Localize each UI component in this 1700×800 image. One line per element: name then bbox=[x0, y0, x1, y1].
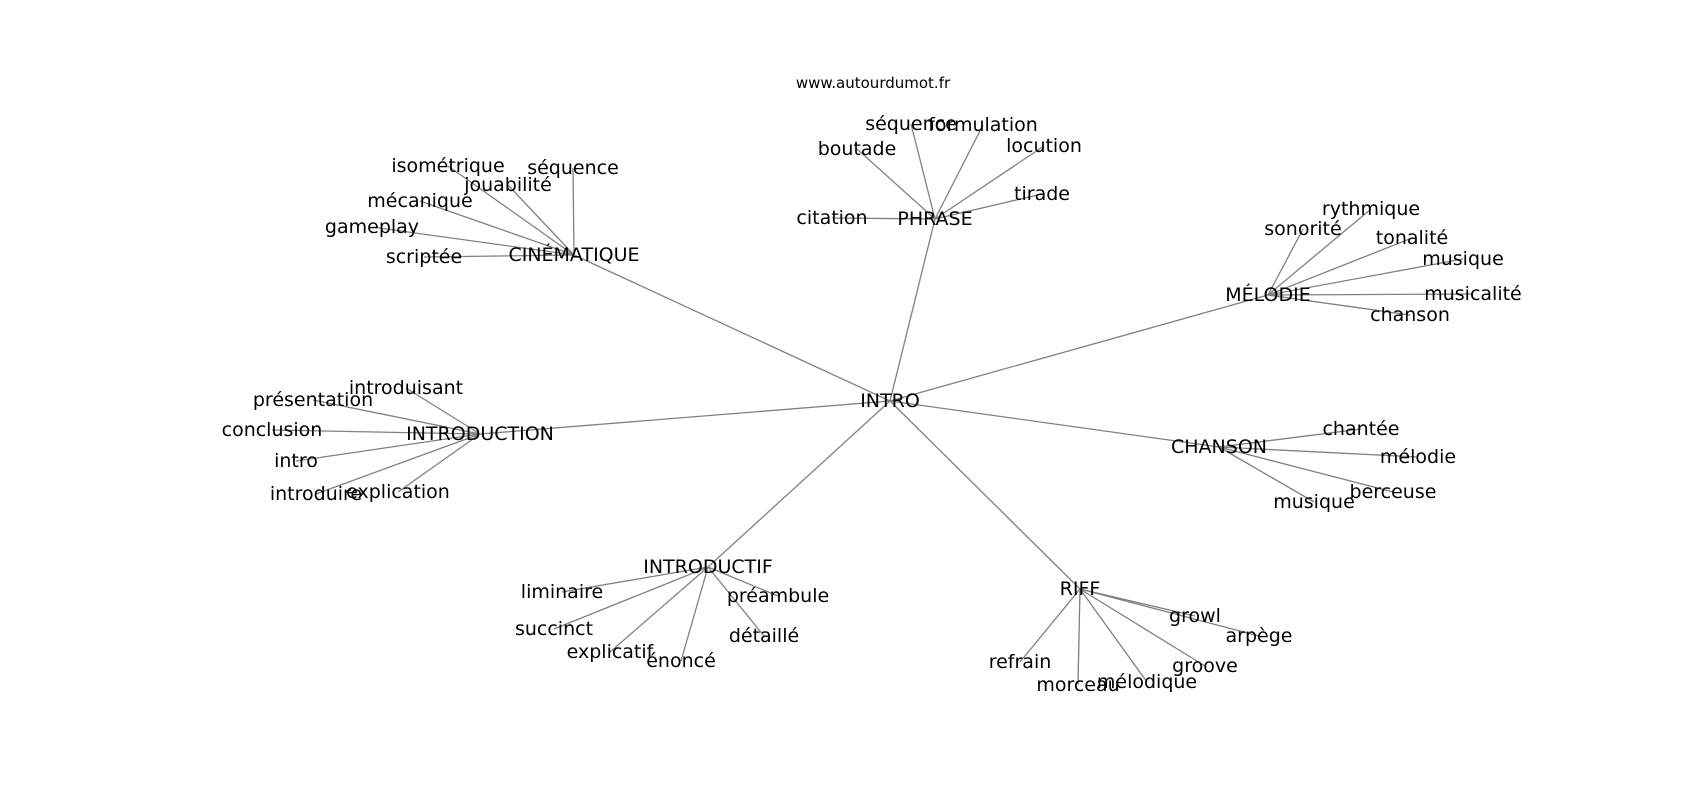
hub-node: INTRODUCTIF bbox=[643, 556, 773, 578]
edge-6-5 bbox=[1077, 588, 1081, 686]
leaf-node: boutade bbox=[818, 138, 897, 160]
leaf-node: berceuse bbox=[1350, 481, 1437, 503]
leaf-node: mélodie bbox=[1380, 446, 1456, 468]
edge-1-1 bbox=[572, 167, 575, 256]
edge-2-4 bbox=[1267, 293, 1474, 296]
edge-3-5 bbox=[397, 433, 481, 493]
edge-root-3 bbox=[479, 400, 891, 435]
edge-3-2 bbox=[271, 429, 481, 435]
edge-1-0 bbox=[447, 165, 575, 256]
edge-2-3 bbox=[1267, 258, 1464, 296]
edge-6-4 bbox=[1079, 588, 1148, 683]
edge-0-4 bbox=[934, 193, 1043, 220]
leaf-node: introduire bbox=[270, 483, 362, 505]
leaf-node: séquence bbox=[865, 113, 957, 135]
graph-labels: www.autourdumot.fr PHRASEséquenceformula… bbox=[222, 74, 1522, 696]
leaf-node: préambule bbox=[727, 585, 829, 607]
leaf-node: conclusion bbox=[222, 419, 323, 441]
leaf-node: jouabilité bbox=[463, 174, 552, 196]
leaf-node: rythmique bbox=[1322, 198, 1420, 220]
edge-3-1 bbox=[312, 399, 481, 435]
hub-node: PHRASE bbox=[897, 208, 972, 230]
leaf-node: tonalité bbox=[1376, 227, 1448, 249]
leaf-node: musicalité bbox=[1424, 283, 1522, 305]
edge-0-3 bbox=[934, 145, 1045, 220]
leaf-node: introduisant bbox=[349, 377, 463, 399]
leaf-node: séquence bbox=[527, 157, 619, 179]
hub-node: RIFF bbox=[1060, 578, 1101, 600]
edge-5-0 bbox=[561, 566, 709, 593]
leaf-node: énoncé bbox=[646, 650, 716, 672]
leaf-node: liminaire bbox=[521, 581, 603, 603]
edge-5-5 bbox=[680, 566, 709, 662]
leaf-node: groove bbox=[1172, 655, 1238, 677]
graph-edges bbox=[271, 123, 1474, 686]
leaf-node: musique bbox=[1273, 491, 1355, 513]
leaf-node: chanson bbox=[1370, 304, 1450, 326]
edge-6-1 bbox=[1079, 588, 1260, 637]
edge-5-3 bbox=[707, 566, 765, 637]
leaf-node: locution bbox=[1006, 135, 1082, 157]
edge-0-2 bbox=[856, 148, 936, 220]
edge-2-5 bbox=[1267, 294, 1411, 316]
leaf-node: gameplay bbox=[325, 216, 419, 238]
hub-node: CINÉMATIQUE bbox=[508, 243, 639, 266]
root-node: INTRO bbox=[860, 390, 920, 412]
edge-root-5 bbox=[707, 400, 891, 568]
leaf-node: refrain bbox=[989, 651, 1052, 673]
edge-4-0 bbox=[1218, 428, 1362, 448]
edge-3-3 bbox=[295, 433, 481, 462]
edge-1-5 bbox=[423, 254, 575, 258]
edge-4-2 bbox=[1218, 446, 1394, 493]
edge-root-4 bbox=[889, 400, 1220, 448]
edge-6-3 bbox=[1079, 588, 1206, 667]
edge-root-6 bbox=[889, 400, 1081, 590]
edge-1-4 bbox=[371, 226, 575, 256]
edge-6-2 bbox=[1019, 588, 1081, 663]
edge-2-2 bbox=[1267, 237, 1413, 296]
edge-5-2 bbox=[553, 566, 709, 630]
site-url: www.autourdumot.fr bbox=[796, 74, 951, 92]
leaf-node: sonorité bbox=[1264, 218, 1341, 240]
edge-root-1 bbox=[573, 254, 891, 402]
leaf-node: isométrique bbox=[391, 155, 504, 177]
edge-4-3 bbox=[1218, 446, 1315, 503]
leaf-node: explicatif bbox=[567, 641, 655, 663]
leaf-node: intro bbox=[274, 450, 318, 472]
leaf-node: citation bbox=[796, 207, 867, 229]
leaf-node: présentation bbox=[253, 389, 373, 411]
hub-node: INTRODUCTION bbox=[406, 423, 554, 445]
edge-0-5 bbox=[831, 217, 936, 220]
leaf-node: formulation bbox=[928, 114, 1038, 136]
edge-3-0 bbox=[405, 387, 481, 435]
edge-2-0 bbox=[1267, 208, 1372, 296]
leaf-node: mélodique bbox=[1097, 671, 1197, 693]
leaf-node: chantée bbox=[1322, 418, 1399, 440]
leaf-node: mécanique bbox=[367, 190, 472, 212]
edge-3-4 bbox=[315, 433, 481, 495]
edge-root-2 bbox=[889, 294, 1269, 402]
hub-node: CHANSON bbox=[1171, 436, 1267, 458]
edge-5-4 bbox=[609, 566, 709, 653]
edge-2-1 bbox=[1267, 228, 1304, 296]
leaf-node: scriptée bbox=[386, 246, 462, 268]
edge-1-3 bbox=[419, 200, 575, 256]
leaf-node: succinct bbox=[515, 618, 593, 640]
edge-0-0 bbox=[910, 123, 936, 220]
leaf-node: explication bbox=[346, 481, 450, 503]
edge-0-1 bbox=[934, 124, 984, 220]
edge-4-1 bbox=[1218, 446, 1419, 458]
edge-5-1 bbox=[707, 566, 779, 597]
leaf-node: growl bbox=[1169, 605, 1221, 627]
leaf-node: morceau bbox=[1036, 674, 1119, 696]
leaf-node: détaillé bbox=[729, 625, 799, 647]
edge-1-2 bbox=[507, 184, 575, 256]
edge-root-0 bbox=[889, 218, 936, 402]
leaf-node: musique bbox=[1422, 248, 1504, 270]
hub-node: MÉLODIE bbox=[1225, 283, 1311, 306]
leaf-node: tirade bbox=[1014, 183, 1070, 205]
leaf-node: arpège bbox=[1226, 625, 1293, 647]
